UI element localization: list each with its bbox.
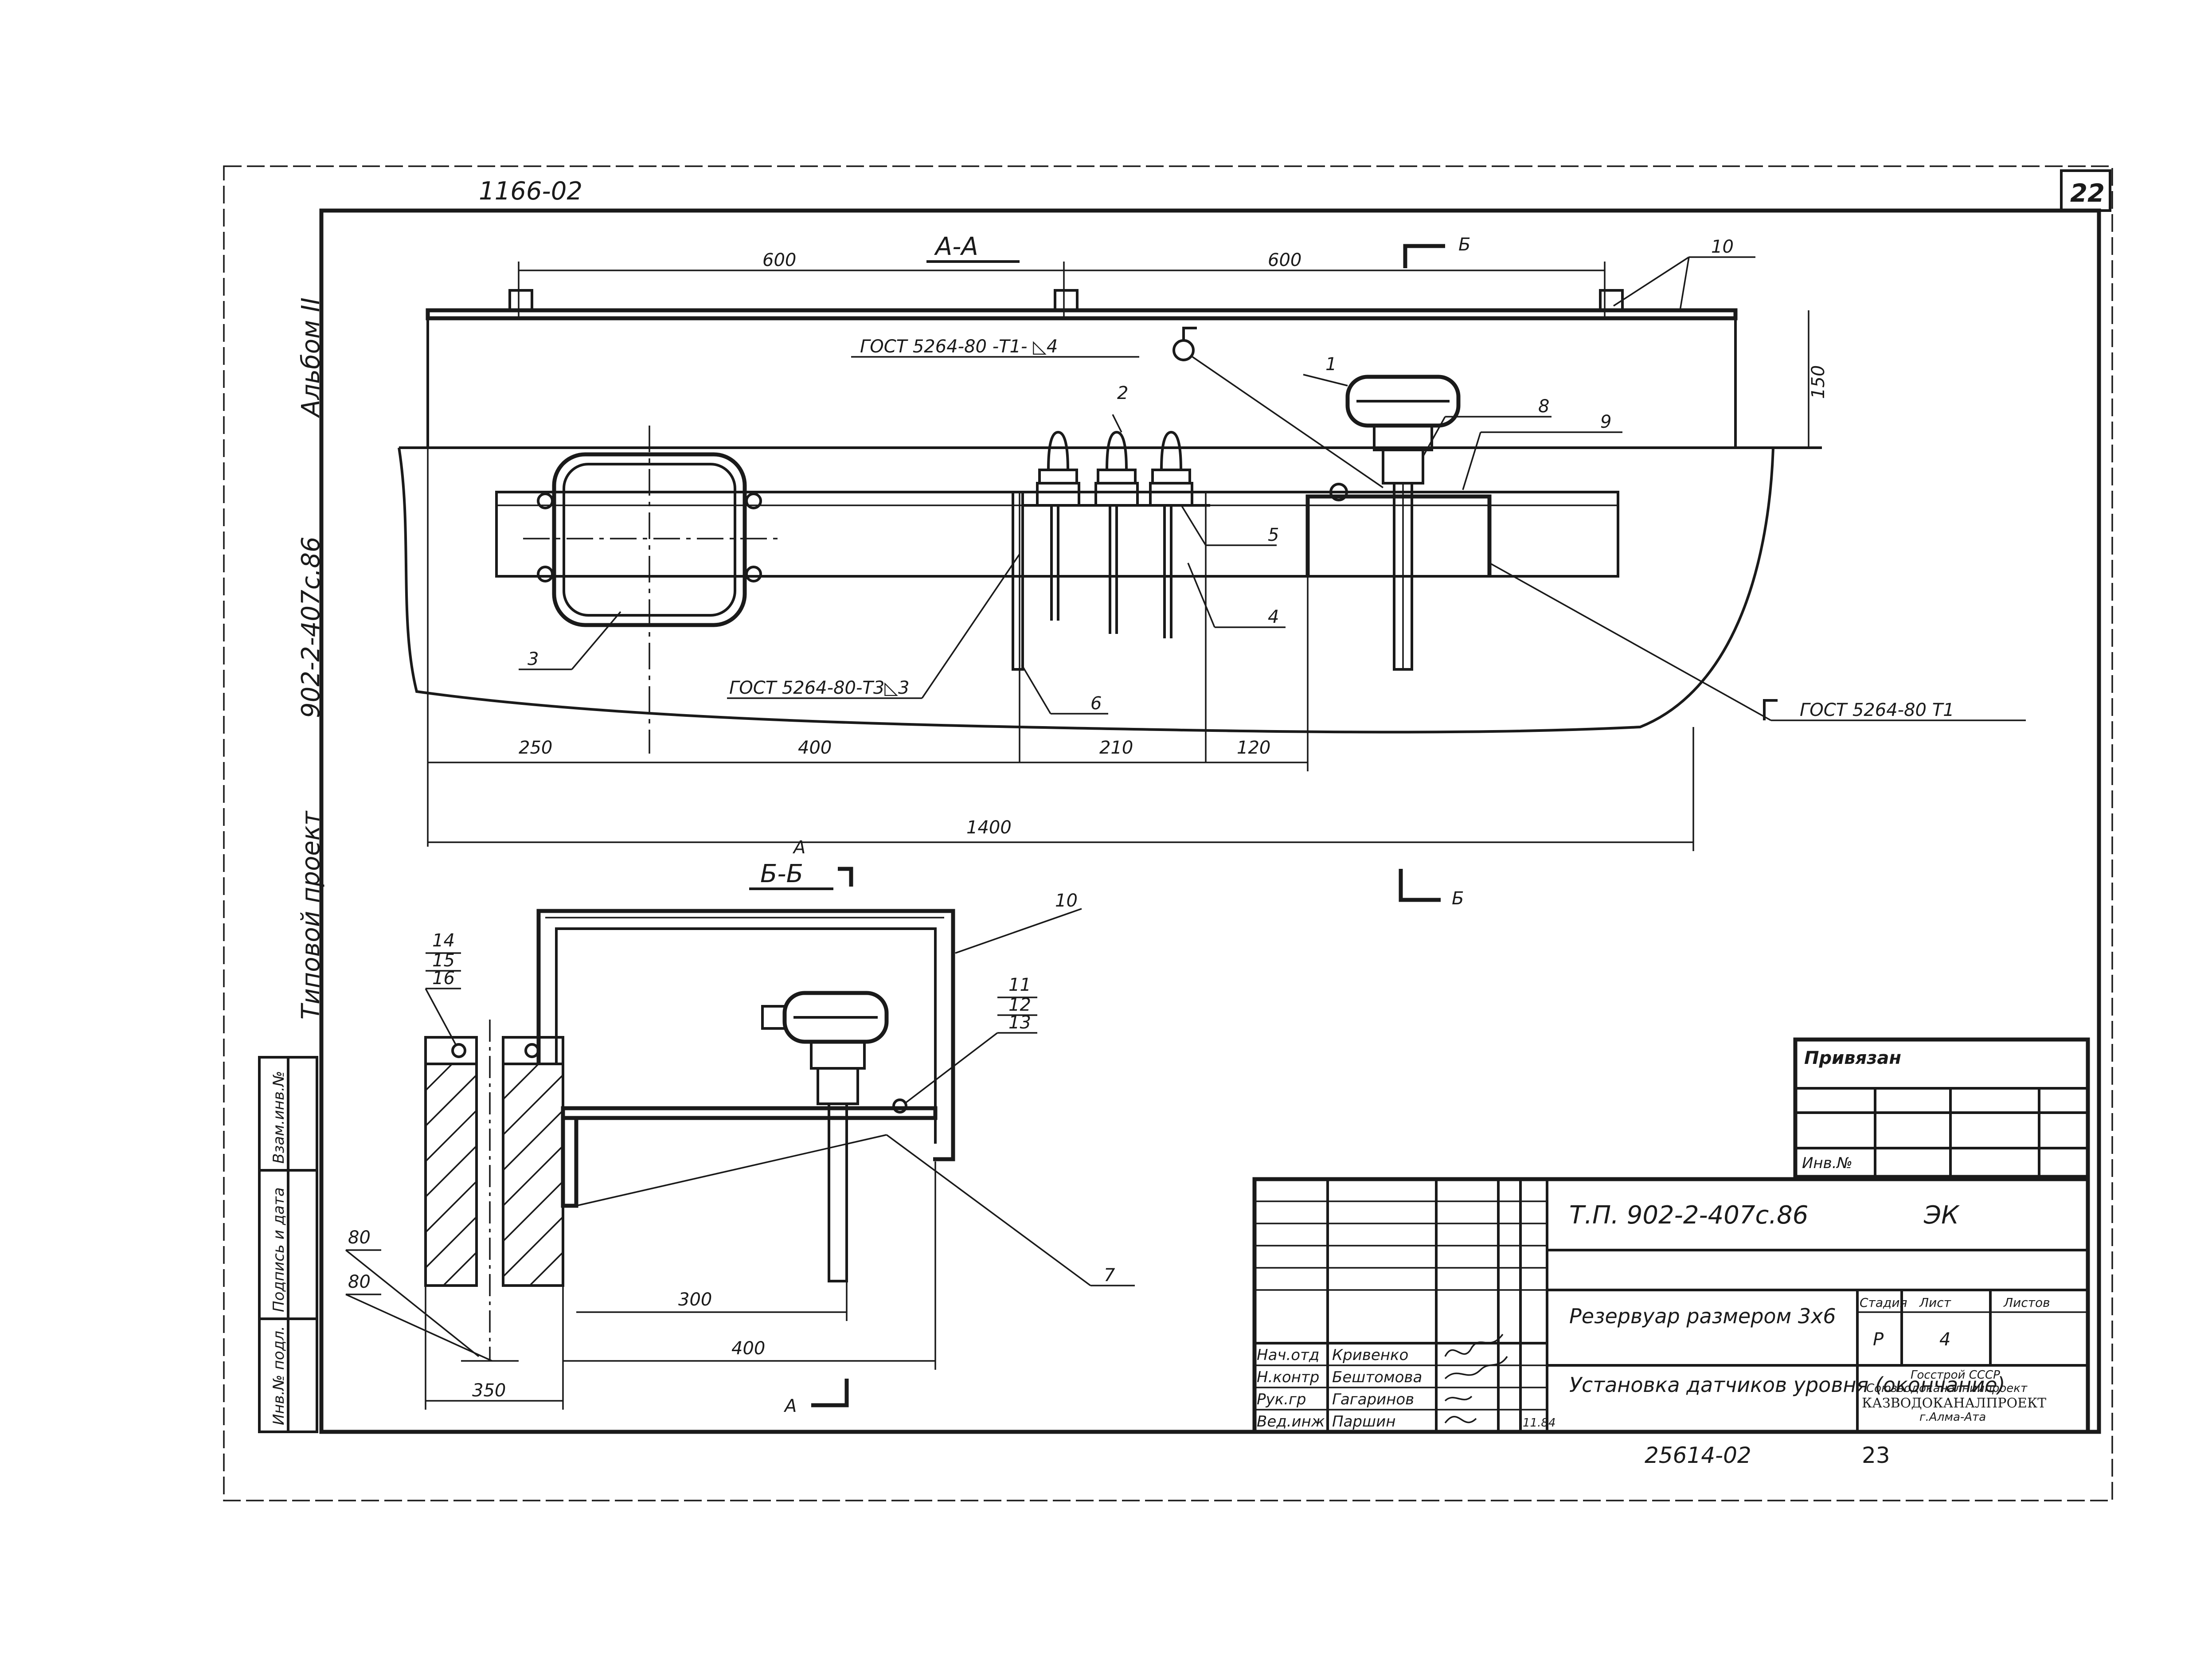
callout-14: 14 xyxy=(432,930,455,951)
staff-role-2: Рук.гр xyxy=(1257,1391,1306,1408)
dim-bottom-400: 400 xyxy=(798,738,832,758)
sheets-header: Листов xyxy=(2003,1295,2050,1310)
weld-top: ГОСТ 5264-80 -Т1- ◺4 xyxy=(860,336,1058,357)
callout-15: 15 xyxy=(432,950,455,971)
section-aa: А-А Б 600 600 150 xyxy=(398,232,2026,909)
callout-4: 4 xyxy=(1268,607,1279,627)
side-inv-orig: Инв.№ подл. xyxy=(270,1326,288,1425)
dim-top-left: 600 xyxy=(762,250,796,270)
privyazan-box: Привязан Инв.№ xyxy=(1793,1037,2090,1179)
sheet-frame xyxy=(223,165,2113,1501)
sheet-no: 4 xyxy=(1939,1329,1950,1350)
callout-10-top: 10 xyxy=(1711,237,1734,257)
staff-name-0: Кривенко xyxy=(1332,1346,1408,1364)
stage-header: Стадия xyxy=(1860,1295,1907,1310)
dim-total: 1400 xyxy=(966,817,1012,838)
top-code: 1166-02 xyxy=(479,177,582,206)
org-line1: Госстрой СССР xyxy=(1911,1368,2000,1382)
callout-6: 6 xyxy=(1090,693,1102,714)
callout-3: 3 xyxy=(528,649,539,669)
mark: ЭК xyxy=(1923,1201,1960,1230)
callout-1: 1 xyxy=(1325,354,1337,375)
callout-12: 12 xyxy=(1008,995,1031,1015)
staff-role-0: Нач.отд xyxy=(1257,1346,1319,1364)
dim-300: 300 xyxy=(678,1290,712,1310)
stage-value: Р xyxy=(1873,1329,1884,1350)
dim-height: 150 xyxy=(1808,365,1829,399)
cut-mark-a-top: А xyxy=(792,837,805,858)
section-aa-title: А-А xyxy=(934,232,978,261)
callout-2: 2 xyxy=(1117,383,1128,403)
staff-name-2: Гагаринов xyxy=(1332,1391,1414,1408)
dim-bottom-210: 210 xyxy=(1099,738,1133,758)
privyazan-inv: Инв.№ xyxy=(1802,1154,1852,1172)
title-block: Нач.отд Кривенко Н.контр Бештомова Рук.г… xyxy=(1252,1177,2090,1434)
cut-mark-b-bottom: Б xyxy=(1452,888,1464,909)
cut-mark-a-bottom: А xyxy=(783,1396,797,1416)
callout-10-bb: 10 xyxy=(1055,891,1078,911)
left-stamp-strip: Взам.инв.№ Подпись и дата Инв.№ подл. xyxy=(258,1056,318,1433)
callout-16: 16 xyxy=(432,968,455,989)
staff-name-1: Бештомова xyxy=(1332,1368,1422,1386)
org-line3: КАЗВОДОКАНАЛПРОЕКТ xyxy=(1862,1395,2046,1411)
level-sensor xyxy=(1345,375,1461,671)
cut-mark-b-top: Б xyxy=(1458,235,1470,255)
weld-left: ГОСТ 5264-80-Т3◺3 xyxy=(729,678,910,698)
staff-name-3: Паршин xyxy=(1332,1413,1395,1430)
dim-top-right: 600 xyxy=(1268,250,1301,270)
callout-11: 11 xyxy=(1008,975,1031,995)
date: 11.84 xyxy=(1523,1416,1555,1430)
staff-role-3: Вед.инж xyxy=(1257,1413,1325,1430)
privyazan-title: Привязан xyxy=(1804,1048,1901,1068)
side-project-code: 902-2-407с.86 xyxy=(297,536,325,718)
sheet-header: Лист xyxy=(1919,1295,1951,1310)
dim-400: 400 xyxy=(731,1338,765,1359)
dim-350: 350 xyxy=(472,1380,506,1401)
dim-80-b: 80 xyxy=(348,1272,371,1292)
weld-right: ГОСТ 5264-80 Т1 xyxy=(1800,700,1954,720)
callout-5: 5 xyxy=(1268,525,1279,545)
side-vzam-inv: Взам.инв.№ xyxy=(270,1071,288,1164)
dim-bottom-250: 250 xyxy=(519,738,552,758)
dim-80-a: 80 xyxy=(348,1227,371,1248)
dim-bottom-120: 120 xyxy=(1237,738,1270,758)
staff-role-1: Н.контр xyxy=(1257,1368,1319,1386)
side-album: Альбом II xyxy=(297,297,325,418)
designation: Т.П. 902-2-407с.86 xyxy=(1569,1201,1808,1230)
level-sensor-side xyxy=(761,991,889,1282)
side-label-column: Альбом II 902-2-407с.86 Типовой проект xyxy=(297,297,325,1020)
bottom-code: 25614-02 xyxy=(1645,1442,1751,1468)
object-name: Резервуар размером 3х6 xyxy=(1569,1304,1836,1328)
callout-13: 13 xyxy=(1008,1012,1031,1033)
callout-9: 9 xyxy=(1600,412,1611,432)
section-bb: Б-Б А 10 xyxy=(345,837,1135,1416)
side-sign-date: Подпись и дата xyxy=(270,1187,288,1312)
org-line2: Союзводоканалниипроект xyxy=(1866,1382,2028,1395)
section-bb-title: Б-Б xyxy=(760,860,803,888)
signature-marks xyxy=(1444,1333,1508,1424)
side-typical: Типовой проект xyxy=(297,810,325,1020)
callout-8: 8 xyxy=(1538,396,1549,417)
org-line4: г.Алма-Ата xyxy=(1919,1411,1986,1424)
bottom-sheet: 23 xyxy=(1862,1442,1890,1468)
page-number: 22 xyxy=(2070,179,2105,208)
callout-7: 7 xyxy=(1104,1265,1115,1286)
electrode-sensors xyxy=(1036,430,1193,638)
sheet-title: Установка датчиков уровня (окончание) xyxy=(1569,1373,2005,1397)
